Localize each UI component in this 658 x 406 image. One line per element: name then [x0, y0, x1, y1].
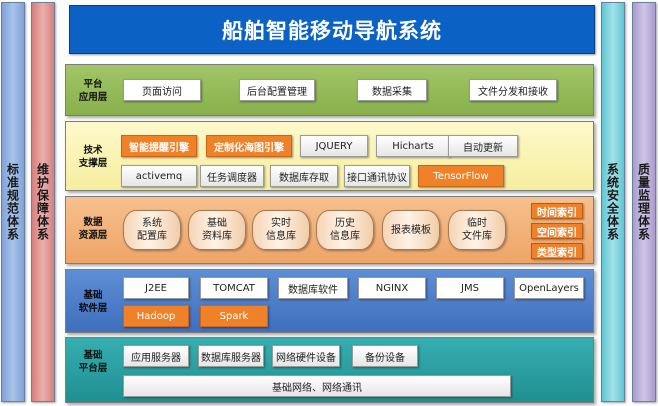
time-index-tag: 时间索引 [531, 203, 583, 219]
tomcat-box: TOMCAT [200, 277, 268, 299]
maintenance-support-system-pillar: 维护保障体系 [31, 2, 55, 402]
hadoop-box: Hadoop [123, 305, 189, 327]
nginx-box: NGINX [358, 277, 426, 299]
diagram-title: 船舶智能移动导航系统 [69, 5, 595, 54]
db-software-box: 数据库软件 [278, 277, 348, 299]
backup-device-box: 备份设备 [352, 345, 418, 367]
quality-supervision-system-pillar: 质量监理体系 [632, 2, 656, 402]
space-index-tag: 空间索引 [531, 223, 583, 239]
data-resource-layer: 数据 资源层 系统 配置库 基础 资料库 实时 信息库 历史 信息库 报表模板 … [65, 196, 594, 264]
layer-label: 基础 平台层 [78, 350, 108, 374]
custom-chart-engine-box: 定制化海图引擎 [206, 135, 292, 157]
smart-alert-engine-box: 智能提醒引擎 [121, 135, 197, 157]
file-distribution-box: 文件分发和接收 [469, 79, 557, 101]
layer-label: 技术 支撑层 [78, 145, 108, 169]
openlayers-box: OpenLayers [514, 277, 584, 299]
history-info-db: 历史 信息库 [316, 210, 374, 250]
basic-platform-layer: 基础 平台层 应用服务器 数据库服务器 网络硬件设备 备份设备 基础网络、网络通… [65, 337, 594, 403]
auto-update-box: 自动更新 [448, 135, 518, 157]
hicharts-box: Hicharts [376, 135, 450, 157]
tensorflow-box: TensorFlow [418, 165, 504, 187]
standard-spec-system-pillar: 标准规范体系 [1, 2, 25, 402]
page-access-box: 页面访问 [123, 79, 201, 101]
j2ee-box: J2EE [123, 277, 189, 299]
pillar-label: 系统安全体系 [605, 163, 620, 241]
report-template-db: 报表模板 [382, 210, 440, 250]
technical-support-layer: 技术 支撑层 智能提醒引擎 定制化海图引擎 JQUERY Hicharts 自动… [65, 121, 594, 191]
layer-label: 平台 应用层 [78, 79, 108, 103]
network-hardware-box: 网络硬件设备 [272, 345, 340, 367]
platform-application-layer: 平台 应用层 页面访问 后台配置管理 数据采集 文件分发和接收 [65, 64, 594, 116]
pillar-label: 维护保障体系 [35, 163, 50, 241]
interface-protocol-box: 接口通讯协议 [344, 165, 410, 187]
spark-box: Spark [200, 305, 268, 327]
basic-data-db: 基础 资料库 [188, 210, 246, 250]
temp-file-db: 临时 文件库 [448, 210, 506, 250]
system-config-db: 系统 配置库 [123, 210, 181, 250]
pillar-label: 标准规范体系 [5, 163, 20, 241]
system-security-system-pillar: 系统安全体系 [601, 2, 625, 402]
db-access-box: 数据库存取 [270, 165, 338, 187]
backend-config-box: 后台配置管理 [239, 79, 315, 101]
type-index-tag: 类型索引 [531, 243, 583, 259]
jquery-box: JQUERY [300, 135, 368, 157]
pillar-label: 质量监理体系 [636, 163, 651, 241]
jms-box: JMS [436, 277, 504, 299]
activemq-box: activemq [121, 165, 197, 187]
task-scheduler-box: 任务调度器 [200, 165, 264, 187]
basic-network-box: 基础网络、网络通讯 [123, 375, 511, 397]
realtime-info-db: 实时 信息库 [252, 210, 310, 250]
data-collection-box: 数据采集 [357, 79, 427, 101]
app-server-box: 应用服务器 [123, 345, 189, 367]
basic-software-layer: 基础 软件层 J2EE TOMCAT 数据库软件 NGINX JMS OpenL… [65, 269, 594, 333]
layer-label: 数据 资源层 [78, 217, 108, 241]
layer-label: 基础 软件层 [78, 290, 108, 314]
db-server-box: 数据库服务器 [198, 345, 264, 367]
